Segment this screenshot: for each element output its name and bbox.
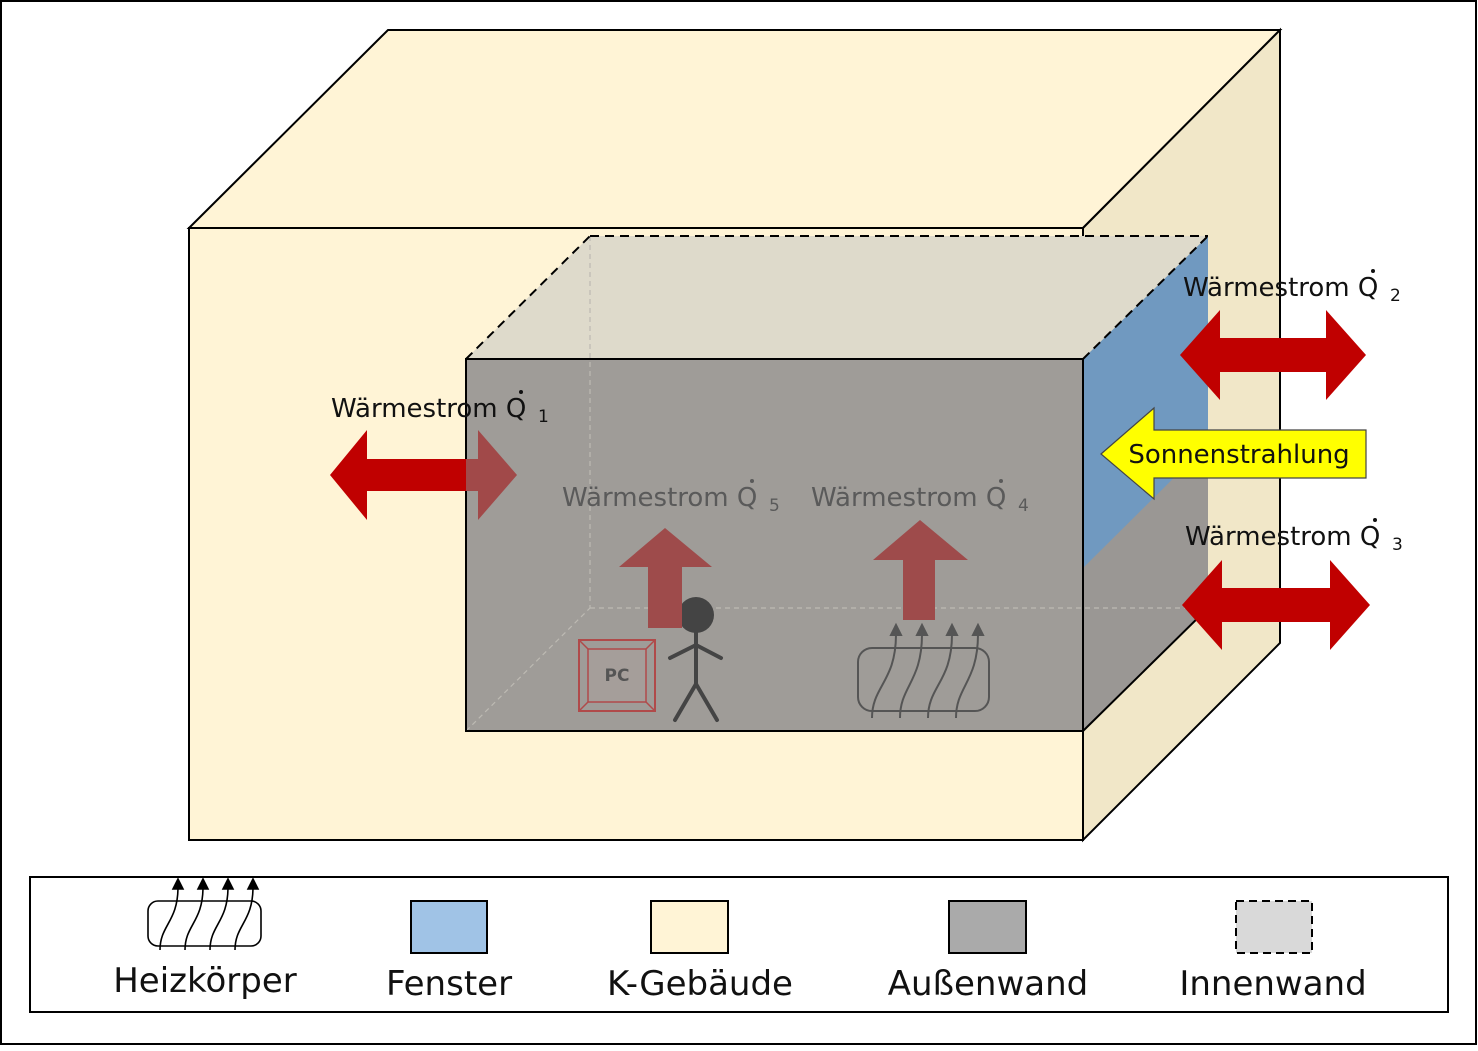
sun-arrow: Sonnenstrahlung bbox=[1100, 406, 1367, 501]
svg-text:Wärmestrom Q: Wärmestrom Q bbox=[1185, 522, 1380, 552]
svg-text:Wärmestrom Q: Wärmestrom Q bbox=[1183, 273, 1378, 303]
back-edge-diagonal bbox=[465, 607, 591, 732]
flow-label-q3: Wärmestrom Q 3 bbox=[1185, 518, 1403, 555]
svg-text:Wärmestrom Q: Wärmestrom Q bbox=[562, 483, 757, 513]
svg-text:4: 4 bbox=[1018, 496, 1029, 516]
svg-text:3: 3 bbox=[1392, 535, 1403, 555]
building-swatch bbox=[650, 900, 729, 954]
room-top-face bbox=[466, 236, 1208, 359]
legend: Heizkörper Fenster K-Gebäude Außenwand I… bbox=[29, 876, 1449, 1013]
heat-arrow-double-q3 bbox=[1182, 560, 1370, 650]
room-front-face bbox=[466, 359, 1083, 731]
flow-label-q1: Wärmestrom Q 1 bbox=[331, 390, 549, 427]
pc-label: PC bbox=[605, 666, 630, 686]
heat-arrow-up-q5 bbox=[619, 528, 712, 628]
pc-icon: PC bbox=[578, 639, 656, 712]
person-icon bbox=[668, 597, 723, 722]
legend-label: Heizkörper bbox=[113, 961, 297, 1001]
legend-box bbox=[29, 876, 1449, 1013]
heat-arrow-double-q2 bbox=[1180, 310, 1366, 400]
room-box bbox=[465, 235, 1209, 732]
svg-text:Wärmestrom Q: Wärmestrom Q bbox=[331, 394, 526, 424]
svg-text:1: 1 bbox=[538, 407, 549, 427]
outer-wall-swatch bbox=[948, 900, 1027, 954]
window-swatch bbox=[410, 900, 488, 954]
flow-label-q5: Wärmestrom Q 5 bbox=[562, 479, 780, 516]
svg-text:2: 2 bbox=[1390, 286, 1401, 306]
legend-item-heater: Heizkörper bbox=[113, 877, 297, 1001]
legend-item-building: K-Gebäude bbox=[607, 900, 793, 1004]
radiator-icon bbox=[857, 622, 990, 719]
radiator-icon bbox=[147, 877, 262, 951]
flow-label-q2: Wärmestrom Q 2 bbox=[1183, 269, 1401, 306]
legend-label: K-Gebäude bbox=[607, 964, 793, 1004]
legend-item-window: Fenster bbox=[386, 900, 512, 1004]
legend-label: Innenwand bbox=[1179, 964, 1366, 1004]
window-face bbox=[1083, 236, 1208, 568]
inner-wall-swatch bbox=[1235, 900, 1313, 954]
legend-label: Fenster bbox=[386, 964, 512, 1004]
svg-text:Wärmestrom Q: Wärmestrom Q bbox=[811, 483, 1006, 513]
legend-label: Außenwand bbox=[888, 964, 1088, 1004]
heat-arrow-up-q4 bbox=[873, 520, 968, 620]
sun-label: Sonnenstrahlung bbox=[1128, 440, 1349, 470]
svg-text:5: 5 bbox=[769, 496, 780, 516]
flow-label-q4: Wärmestrom Q 4 bbox=[811, 479, 1029, 516]
heat-arrow-double-q1-outside bbox=[330, 430, 466, 520]
legend-item-outer-wall: Außenwand bbox=[888, 900, 1088, 1004]
outer-wall-edge bbox=[1082, 607, 1209, 732]
legend-item-inner-wall: Innenwand bbox=[1179, 900, 1367, 1004]
heat-arrow-double-q1-inside bbox=[466, 430, 517, 520]
outer-wall-outline bbox=[465, 358, 1084, 732]
